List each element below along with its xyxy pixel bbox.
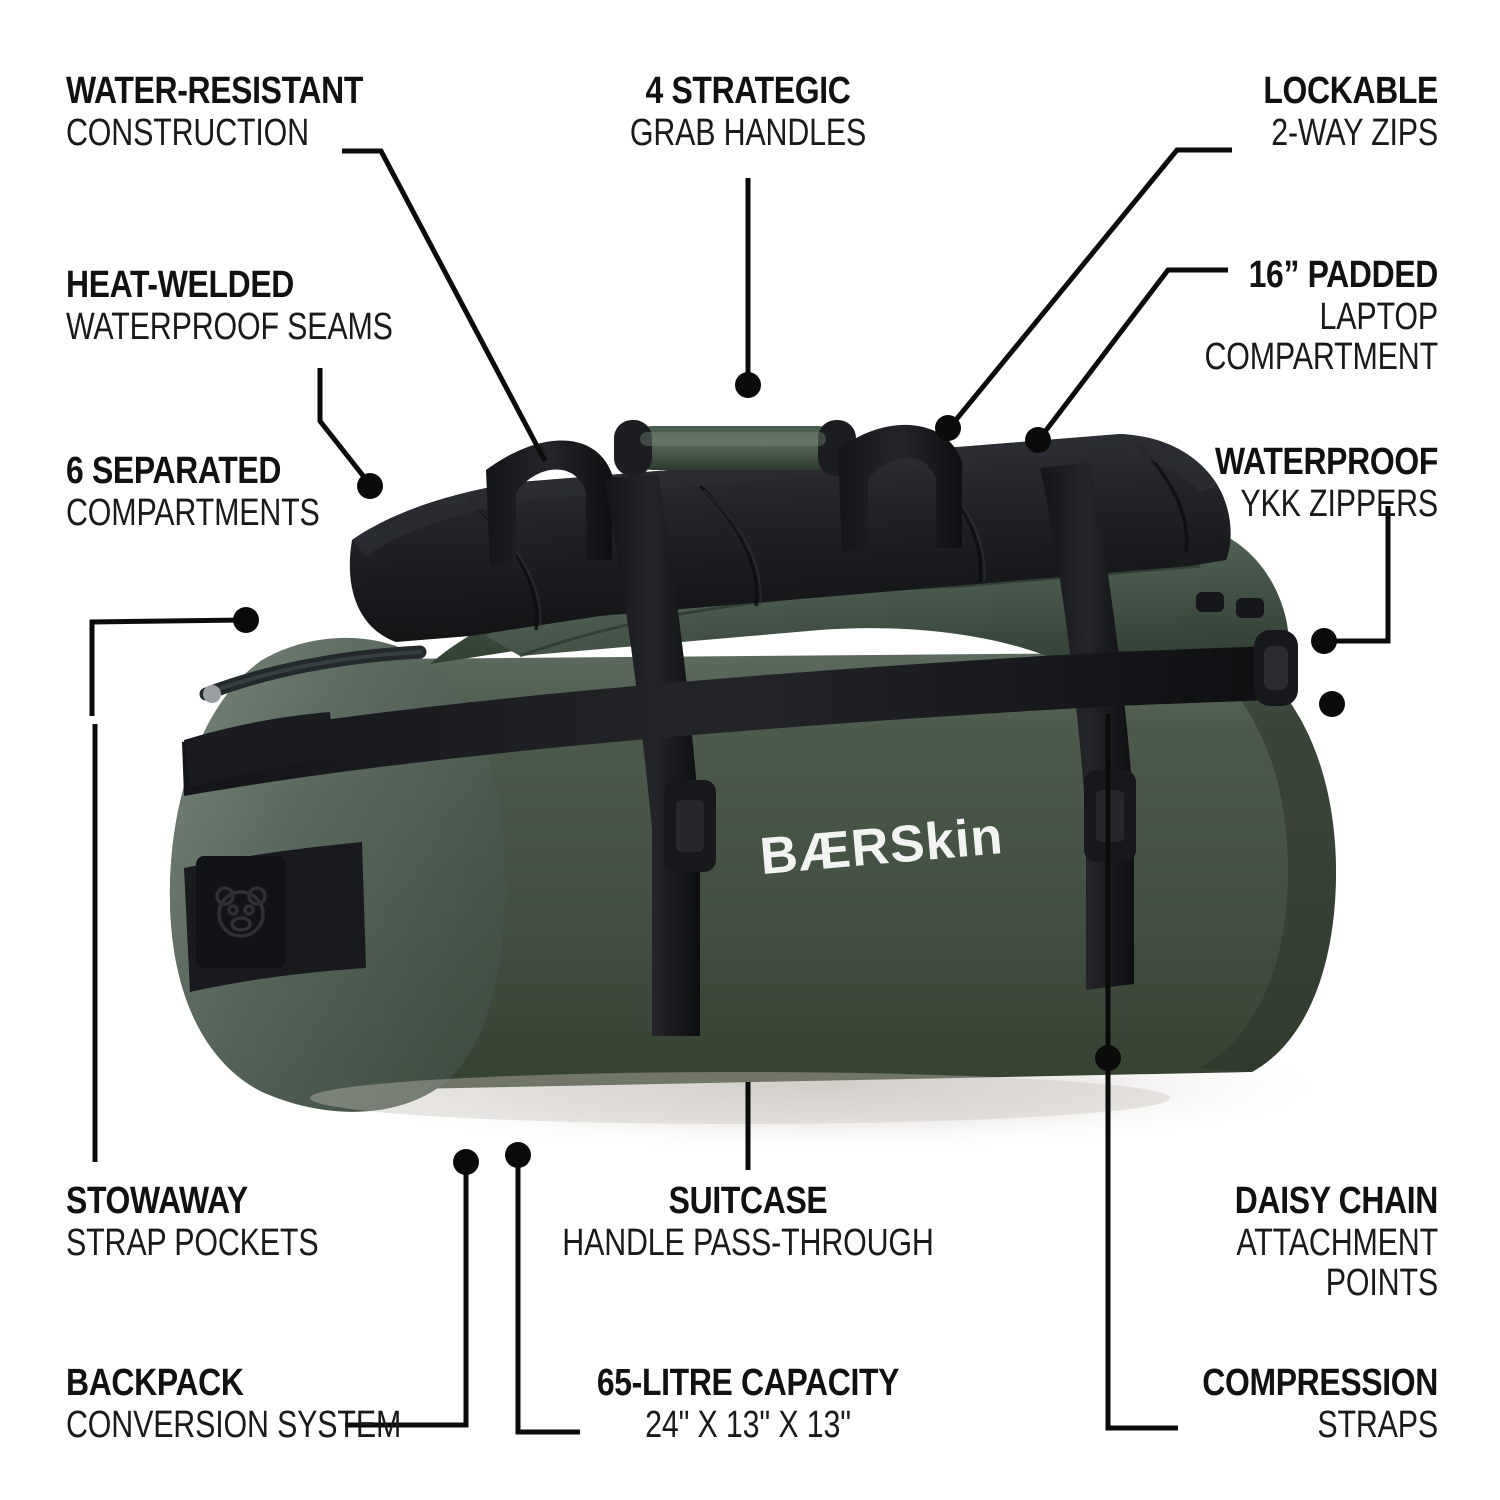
callout-subtitle: CONVERSION SYSTEM <box>66 1404 402 1446</box>
callout-subtitle: POINTS <box>1325 1262 1438 1304</box>
callout-title: STOWAWAY <box>66 1180 248 1222</box>
callout-title: WATERPROOF <box>1214 441 1438 483</box>
callout-title: WATER-RESISTANT <box>66 70 364 112</box>
callout-subtitle: CONSTRUCTION <box>66 112 309 154</box>
callout-subtitle: 24" X 13" X 13" <box>645 1404 851 1446</box>
callout-title: LOCKABLE <box>1263 70 1438 112</box>
callout-subtitle: WATERPROOF SEAMS <box>66 306 393 348</box>
callout-title: 65-LITRE CAPACITY <box>596 1362 900 1404</box>
callout-subtitle: 2-WAY ZIPS <box>1271 112 1438 154</box>
callout-subtitle: COMPARTMENTS <box>66 492 320 534</box>
callout-subtitle: STRAP POCKETS <box>66 1222 319 1264</box>
callout-title: COMPRESSION <box>1202 1362 1438 1404</box>
callout-subtitle: LAPTOP <box>1319 296 1439 338</box>
callout-subtitle: YKK ZIPPERS <box>1240 483 1438 525</box>
callout-title: 6 SEPARATED <box>66 450 282 492</box>
callout-title: 16” PADDED <box>1248 254 1439 296</box>
callout-subtitle: COMPARTMENT <box>1204 336 1438 378</box>
callout-subtitle: GRAB HANDLES <box>629 112 867 154</box>
callout-subtitle: STRAPS <box>1317 1404 1438 1446</box>
callout-title: SUITCASE <box>668 1180 828 1222</box>
callout-subtitle: HANDLE PASS-THROUGH <box>562 1222 934 1264</box>
callout-subtitle: ATTACHMENT <box>1236 1222 1438 1264</box>
callout-title: HEAT-WELDED <box>66 264 295 306</box>
callout-title: DAISY CHAIN <box>1234 1180 1439 1222</box>
callout-title: BACKPACK <box>66 1362 244 1404</box>
callout-title: 4 STRATEGIC <box>645 70 851 112</box>
